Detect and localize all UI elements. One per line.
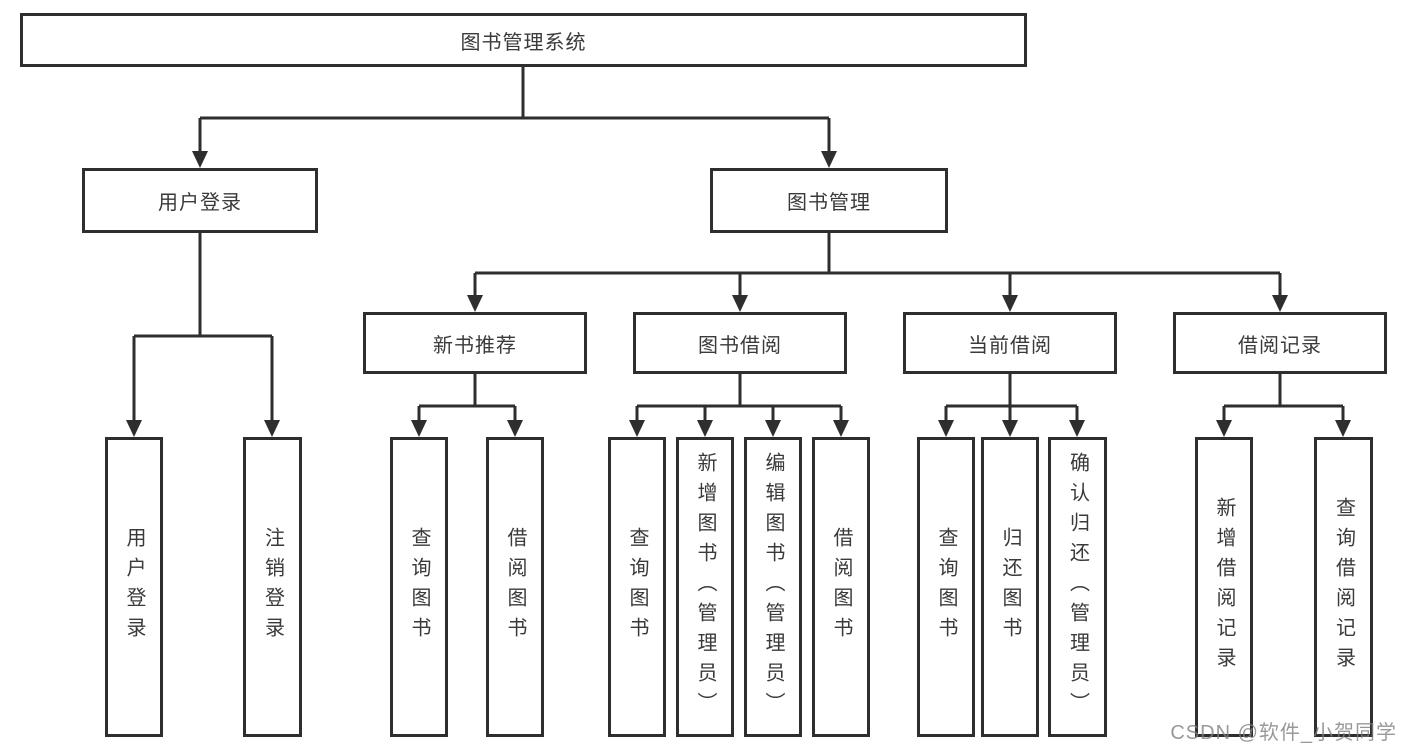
leaf-add-book-admin: 新增图书（管理员） (676, 437, 734, 737)
leaf-return-book: 归还图书 (981, 437, 1039, 737)
node-system-root-label: 图书管理系统 (460, 31, 587, 54)
leaf-borrow-books-recommend: 借阅图书 (486, 437, 544, 737)
leaf-add-borrow-record-label: 新增借阅记录 (1213, 497, 1235, 677)
leaf-add-borrow-record: 新增借阅记录 (1195, 437, 1253, 737)
leaf-borrow-books-recommend-label: 借阅图书 (504, 527, 526, 647)
node-book-borrow-label: 图书借阅 (698, 334, 782, 357)
leaf-edit-book-admin-label: 编辑图书（管理员） (762, 452, 784, 722)
node-book-borrow: 图书借阅 (633, 312, 847, 374)
csdn-watermark: CSDN @软件_小贺同学 (1170, 722, 1397, 744)
leaf-query-books-borrow-label: 查询图书 (626, 527, 648, 647)
node-user-login: 用户登录 (82, 168, 318, 233)
node-new-book-recommend: 新书推荐 (363, 312, 587, 374)
node-book-management-label: 图书管理 (787, 192, 871, 214)
leaf-logout-label: 注销登录 (261, 527, 284, 647)
node-borrow-records-label: 借阅记录 (1238, 334, 1322, 357)
leaf-query-borrow-record-label: 查询借阅记录 (1332, 497, 1355, 677)
leaf-query-books-current: 查询图书 (917, 437, 975, 737)
leaf-confirm-return-admin: 确认归还（管理员） (1048, 437, 1107, 737)
node-system-root: 图书管理系统 (20, 13, 1027, 67)
node-new-book-recommend-label: 新书推荐 (433, 334, 517, 357)
leaf-query-books-recommend: 查询图书 (390, 437, 448, 737)
node-borrow-records: 借阅记录 (1173, 312, 1387, 374)
leaf-edit-book-admin: 编辑图书（管理员） (744, 437, 802, 737)
leaf-borrow-books: 借阅图书 (812, 437, 870, 737)
leaf-user-login-label: 用户登录 (123, 527, 145, 647)
leaf-borrow-books-label: 借阅图书 (830, 527, 852, 647)
node-current-borrow-label: 当前借阅 (968, 334, 1052, 357)
node-book-management: 图书管理 (710, 168, 948, 233)
leaf-logout: 注销登录 (243, 437, 302, 737)
leaf-add-book-admin-label: 新增图书（管理员） (694, 452, 716, 722)
leaf-query-books-recommend-label: 查询图书 (408, 527, 430, 647)
node-user-login-label: 用户登录 (158, 192, 242, 214)
leaf-user-login: 用户登录 (105, 437, 163, 737)
node-current-borrow: 当前借阅 (903, 312, 1117, 374)
leaf-query-books-current-label: 查询图书 (935, 527, 957, 647)
leaf-return-book-label: 归还图书 (999, 527, 1021, 647)
leaf-confirm-return-admin-label: 确认归还（管理员） (1066, 452, 1089, 722)
leaf-query-borrow-record: 查询借阅记录 (1314, 437, 1373, 737)
leaf-query-books-borrow: 查询图书 (608, 437, 666, 737)
